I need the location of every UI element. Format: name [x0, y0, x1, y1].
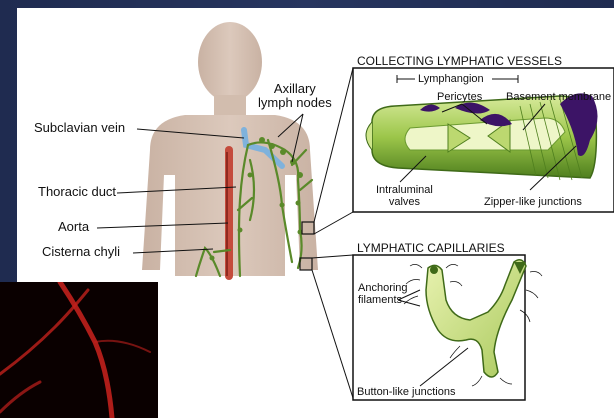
- collecting-vessel-illustration: [366, 93, 598, 180]
- capillary-panel-title: LYMPHATIC CAPILLARIES: [357, 242, 505, 255]
- zoom-connector-lines: [312, 68, 353, 398]
- button-junctions-label: Button-like junctions: [357, 386, 455, 398]
- intraluminal-valves-label: Intraluminal valves: [376, 184, 433, 208]
- collecting-panel-title: COLLECTING LYMPHATIC VESSELS: [357, 55, 562, 68]
- thoracic-duct-label: Thoracic duct: [38, 185, 116, 199]
- anchoring-filaments-label: Anchoring filaments: [358, 282, 408, 306]
- subclavian-vein-label: Subclavian vein: [34, 121, 125, 135]
- pericytes-label: Pericytes: [437, 91, 482, 103]
- aorta-label: Aorta: [58, 220, 89, 234]
- basement-membrane-label: Basement membrane: [506, 91, 611, 103]
- lymphangion-label: Lymphangion: [418, 73, 484, 85]
- axillary-lymph-nodes-label: Axillary lymph nodes: [258, 82, 332, 111]
- zipper-junctions-label: Zipper-like junctions: [484, 196, 582, 208]
- fluorescence-micrograph-inset: [0, 282, 158, 418]
- cisterna-chyli-label: Cisterna chyli: [42, 245, 120, 259]
